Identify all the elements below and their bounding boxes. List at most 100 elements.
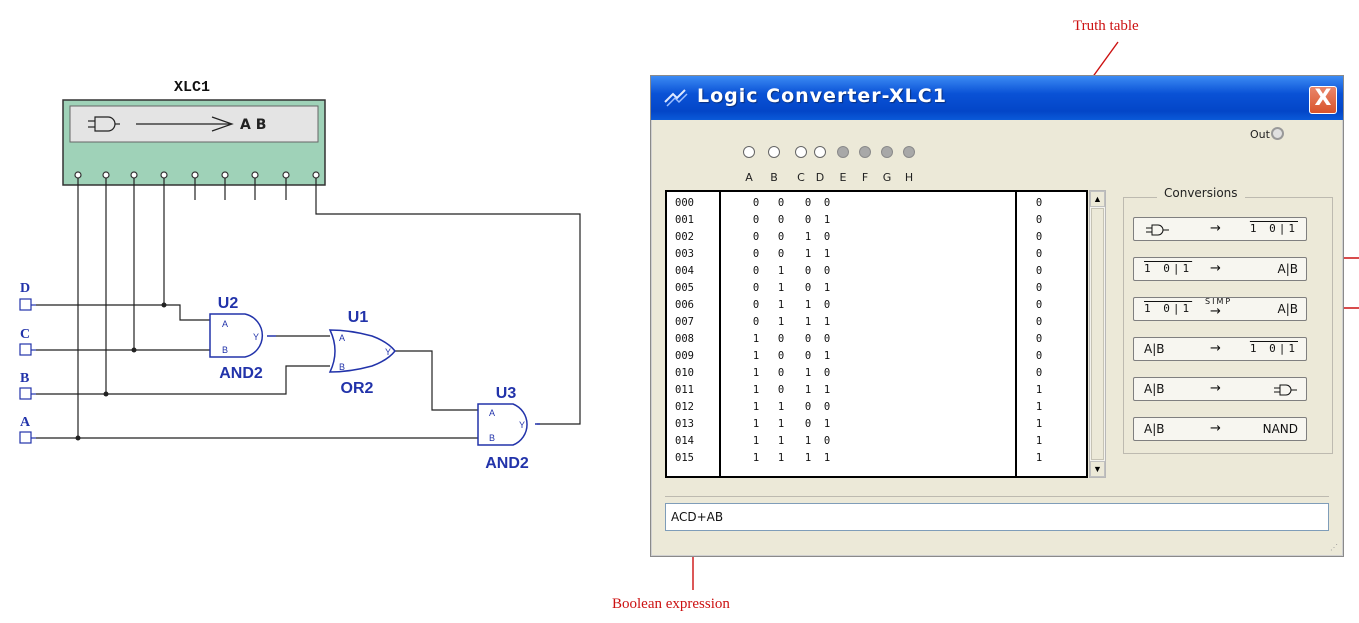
variable-toggle-f[interactable] (859, 146, 871, 158)
row-output[interactable]: 0 (1035, 367, 1043, 379)
scroll-thumb[interactable] (1091, 208, 1104, 460)
arrow-glyph: → (1210, 341, 1221, 356)
row-bit: 1 (777, 435, 785, 447)
row-bit: 0 (804, 197, 812, 209)
row-bit: 1 (777, 282, 785, 294)
variable-toggle-h[interactable] (903, 146, 915, 158)
pin-label: A (489, 408, 495, 418)
row-output[interactable]: 0 (1035, 316, 1043, 328)
row-bit: 1 (777, 401, 785, 413)
row-output[interactable]: 1 (1035, 384, 1043, 396)
row-index: 015 (675, 452, 694, 464)
variable-toggle-b[interactable] (768, 146, 780, 158)
arrow-glyph: → (1210, 304, 1221, 319)
scroll-up-icon[interactable]: ▲ (1090, 191, 1105, 207)
row-bit: 0 (777, 197, 785, 209)
boolean-expression-input[interactable]: ACD+AB (665, 503, 1329, 531)
row-bit: 1 (804, 384, 812, 396)
arrow-glyph: → (1210, 381, 1221, 396)
row-bit: 0 (823, 197, 831, 209)
expression-to-truth-table-button[interactable]: A|B → 1 0|1 (1133, 337, 1307, 361)
gate-u2[interactable] (209, 313, 276, 358)
conversions-title: Conversions (1157, 186, 1245, 200)
row-output[interactable]: 0 (1035, 282, 1043, 294)
row-bit: 1 (752, 333, 760, 345)
gate-u1[interactable] (328, 329, 396, 373)
row-output[interactable]: 1 (1035, 452, 1043, 464)
variable-toggle-a[interactable] (743, 146, 755, 158)
pin-label: Y (385, 347, 391, 357)
row-output[interactable]: 0 (1035, 333, 1043, 345)
row-output[interactable]: 0 (1035, 299, 1043, 311)
row-bit: 1 (804, 231, 812, 243)
row-index: 005 (675, 282, 694, 294)
gate-u3[interactable] (477, 403, 540, 446)
pin-label: Y (253, 332, 259, 342)
row-bit: 0 (777, 350, 785, 362)
variable-toggle-d[interactable] (814, 146, 826, 158)
circuit-to-truth-table-button[interactable]: → 1 0|1 (1133, 217, 1307, 241)
row-output[interactable]: 1 (1035, 418, 1043, 430)
variable-label: B (770, 171, 778, 184)
resize-grip-icon[interactable]: ⋰ (1330, 543, 1338, 552)
gate-u3-type: AND2 (485, 455, 529, 472)
truth-table-to-expression-button[interactable]: 1 0|1 → A|B (1133, 257, 1307, 281)
row-output[interactable]: 0 (1035, 197, 1043, 209)
row-bit: 0 (804, 350, 812, 362)
close-button[interactable]: X (1309, 86, 1337, 114)
conversion-from: A|B (1144, 382, 1165, 396)
row-index: 000 (675, 197, 694, 209)
variable-label: F (861, 171, 869, 184)
row-bit: 1 (752, 350, 760, 362)
row-bit: 0 (823, 231, 831, 243)
conversion-from: 1 0|1 (1144, 262, 1193, 275)
gate-u3-ref: U3 (496, 385, 517, 402)
logic-converter-window: Logic Converter-XLC1 X A B C D E F G H O… (650, 75, 1344, 557)
expression-to-nand-button[interactable]: A|B → NAND (1133, 417, 1307, 441)
row-output[interactable]: 0 (1035, 265, 1043, 277)
variable-toggle-g[interactable] (881, 146, 893, 158)
row-index: 010 (675, 367, 694, 379)
scroll-down-icon[interactable]: ▼ (1090, 461, 1105, 477)
row-bit: 0 (823, 367, 831, 379)
row-bit: 0 (777, 214, 785, 226)
row-output[interactable]: 0 (1035, 248, 1043, 260)
wires (36, 178, 581, 439)
truth-table-scrollbar[interactable]: ▲ ▼ (1089, 190, 1106, 478)
variable-toggle-e[interactable] (837, 146, 849, 158)
row-index: 001 (675, 214, 694, 226)
row-output[interactable]: 0 (1035, 214, 1043, 226)
expression-to-circuit-button[interactable]: A|B → (1133, 377, 1307, 401)
row-index: 007 (675, 316, 694, 328)
row-output[interactable]: 0 (1035, 350, 1043, 362)
row-bit: 0 (804, 214, 812, 226)
row-bit: 1 (752, 418, 760, 430)
gate-u1-ref: U1 (348, 309, 369, 326)
variable-toggle-c[interactable] (795, 146, 807, 158)
pin-label: A (339, 333, 345, 343)
conversion-to: A|B (1277, 262, 1298, 276)
truth-table-to-simplified-expression-button[interactable]: 1 0|1 SIMP → A|B (1133, 297, 1307, 321)
input-label-d: D (20, 281, 30, 296)
row-bit: 0 (823, 401, 831, 413)
row-output[interactable]: 1 (1035, 401, 1043, 413)
row-bit: 0 (804, 282, 812, 294)
row-bit: 1 (804, 316, 812, 328)
row-bit: 1 (752, 384, 760, 396)
out-indicator[interactable] (1271, 127, 1284, 140)
row-output[interactable]: 1 (1035, 435, 1043, 447)
row-output[interactable]: 0 (1035, 231, 1043, 243)
row-bit: 0 (752, 197, 760, 209)
row-bit: 0 (752, 299, 760, 311)
title-bar[interactable]: Logic Converter-XLC1 X (651, 76, 1343, 120)
row-index: 002 (675, 231, 694, 243)
row-bit: 1 (823, 384, 831, 396)
row-bit: 0 (777, 231, 785, 243)
window-title: Logic Converter-XLC1 (697, 85, 947, 107)
gate-u1-type: OR2 (341, 380, 374, 397)
